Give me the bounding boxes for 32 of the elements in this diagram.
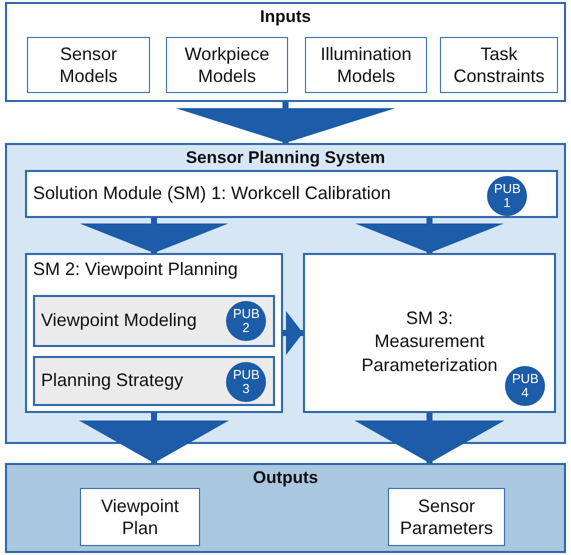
output-box: Viewpoint Plan xyxy=(80,488,200,546)
panel-title: Sensor Planning System xyxy=(184,148,386,168)
system-panel xyxy=(5,143,566,444)
module-title: SM 3: Measurement Parameterization xyxy=(360,307,499,377)
input-box: Workpiece Models xyxy=(166,37,288,93)
input-box: Task Constraints xyxy=(440,37,558,93)
arrow xyxy=(283,311,303,355)
module-panel xyxy=(25,253,283,413)
arrow xyxy=(354,218,504,253)
pub-badge: PUB 3 xyxy=(226,362,266,402)
module-title: Viewpoint Modeling xyxy=(41,310,197,331)
output-box: Sensor Parameters xyxy=(388,488,505,546)
arrow xyxy=(79,413,229,463)
module-title: SM 2: Viewpoint Planning xyxy=(33,259,238,280)
outputs-panel xyxy=(5,463,566,553)
arrow xyxy=(354,413,504,463)
module-box xyxy=(303,253,556,413)
panel-title: Outputs xyxy=(252,468,320,488)
module-box xyxy=(25,170,558,218)
input-box: Illumination Models xyxy=(305,37,427,93)
pub-badge: PUB 4 xyxy=(505,366,545,406)
arrow xyxy=(176,102,396,143)
pub-badge: PUB 1 xyxy=(487,176,527,216)
pub-badge: PUB 2 xyxy=(226,301,266,341)
panel-title: Inputs xyxy=(259,7,312,27)
module-title: Solution Module (SM) 1: Workcell Calibration xyxy=(33,183,391,204)
module-title: Planning Strategy xyxy=(41,370,184,391)
submodule-box xyxy=(33,356,275,406)
inputs-panel xyxy=(5,2,566,102)
submodule-box xyxy=(33,295,275,347)
input-box: Sensor Models xyxy=(27,37,150,93)
arrow xyxy=(79,218,229,253)
